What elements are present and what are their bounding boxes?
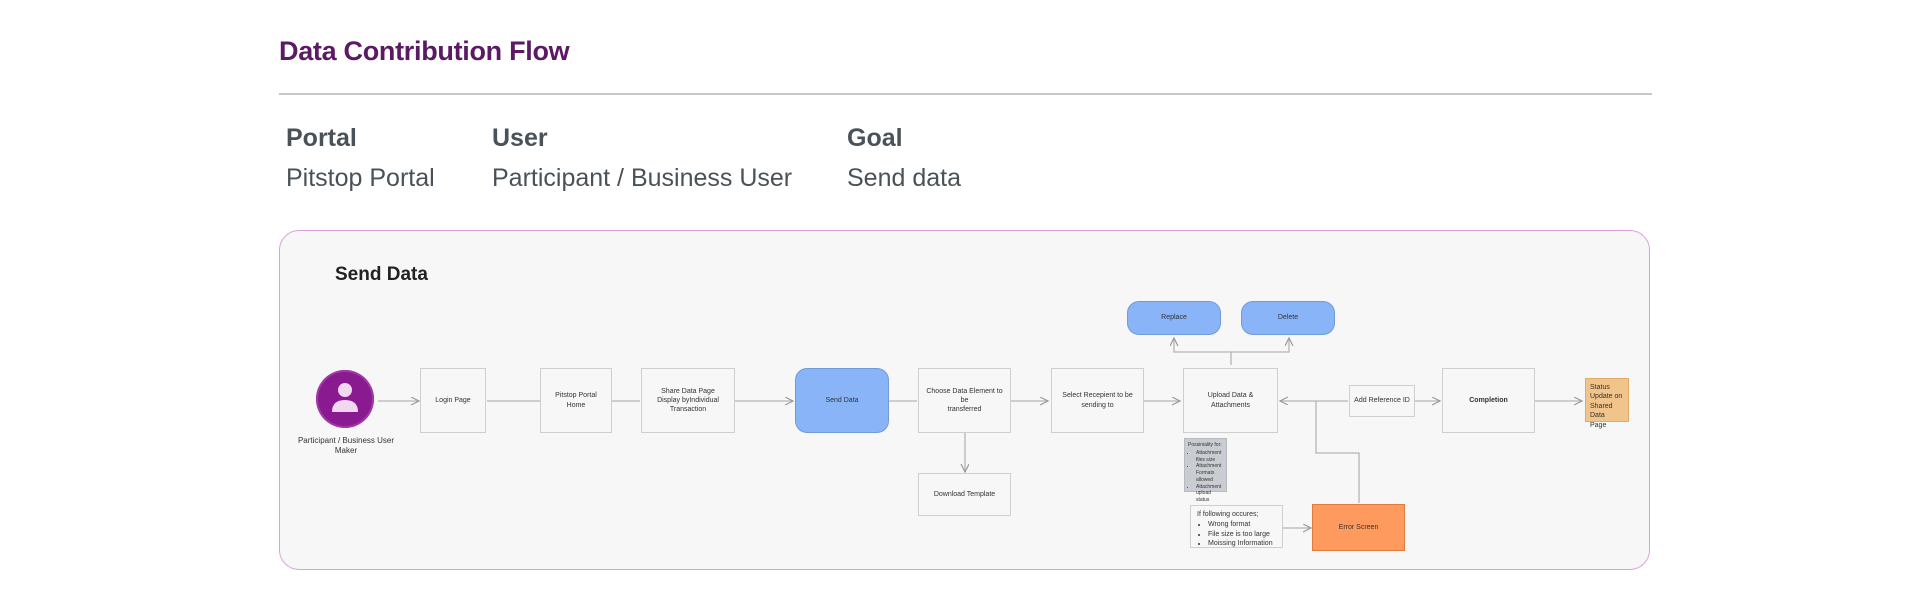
meta-user-label: User [492,124,548,152]
error-note: If following occures; Wrong format File … [1190,505,1283,548]
meta-portal: Portal Pitstop Portal [286,124,435,193]
status-note: Status Update on Shared Data Page [1585,378,1629,429]
meta-goal-label: Goal [847,124,903,152]
node-template: Download Template [918,473,1011,516]
node-choose-line1: Choose Data Element to be [926,387,1003,404]
node-reference: Add Reference ID [1349,385,1415,417]
node-upload: Upload Data & Attachments [1183,368,1278,433]
page-title: Data Contribution Flow [279,36,570,66]
node-home: Pitstop Portal Home [540,368,612,433]
node-choose: Choose Data Element to be transferred [918,368,1011,433]
node-share-line2: Display byIndividual [657,396,719,404]
node-completion: Completion [1442,368,1535,433]
upload-note-item: Attachment upload status [1196,484,1223,504]
node-share-line3: Transaction [669,406,707,414]
upload-note-item: Attachment Formats allowed [1196,463,1223,483]
meta-user-value: Participant / Business User [492,164,793,192]
node-choose-line2: transferred [947,406,982,414]
error-note-item: Moissing Information [1208,539,1276,549]
node-share: Share Data Page Display byIndividual Tra… [641,368,735,433]
error-note-item: File size is too large [1208,530,1276,540]
diagram-title: Send Data [335,264,428,285]
node-recipient-line2: sending to [1081,401,1114,409]
node-share-text: Share Data Page Display byIndividual Tra… [657,387,719,414]
meta-user: User Participant / Business User [492,124,792,193]
meta-portal-label: Portal [286,124,357,152]
status-note-line1: Status [1590,384,1610,391]
node-login: Login Page [420,368,486,433]
actor-label-line2: Maker [334,446,358,455]
meta-goal: Goal Send data [847,124,961,193]
edge-upload-delete [1231,338,1289,353]
title-divider [279,93,1652,95]
edge-upload-replace-delete [1174,338,1232,365]
meta-goal-value: Send data [847,164,961,192]
status-note-line2: Update on [1590,393,1623,401]
node-recipient-text: Select Recepient to be sending to [1062,391,1132,409]
error-note-heading: If following occures; [1197,511,1259,518]
upload-note-list: Attachment files size Attachment Formats… [1188,450,1223,504]
node-recipient: Select Recepient to be sending to [1051,368,1144,433]
status-note-line3: Shared Data [1590,402,1613,420]
user-icon [332,383,358,412]
error-note-list: Wrong format File size is too large Mois… [1197,520,1276,549]
upload-note-item: Attachment files size [1196,450,1223,464]
node-send: Send Data [795,368,889,433]
upload-note: Possiniality for: Attachment files size … [1184,438,1227,503]
node-share-line1: Share Data Page [661,387,715,395]
node-choose-text: Choose Data Element to be transferred [923,387,1006,414]
status-note-line4: Page [1590,421,1607,429]
node-recipient-line1: Select Recepient to be [1062,392,1133,400]
error-note-item: Wrong format [1208,520,1276,530]
actor-label: Participant / Business User Maker [291,436,401,456]
node-error: Error Screen [1312,504,1405,551]
meta-portal-value: Pitstop Portal [286,164,435,192]
upload-note-heading: Possiniality for: [1188,442,1222,448]
node-replace: Replace [1127,301,1221,335]
edge-error-loop [1315,401,1360,503]
actor-label-line1: Participant / Business User [297,436,395,445]
node-delete: Delete [1241,301,1335,335]
actor-avatar [316,370,374,428]
